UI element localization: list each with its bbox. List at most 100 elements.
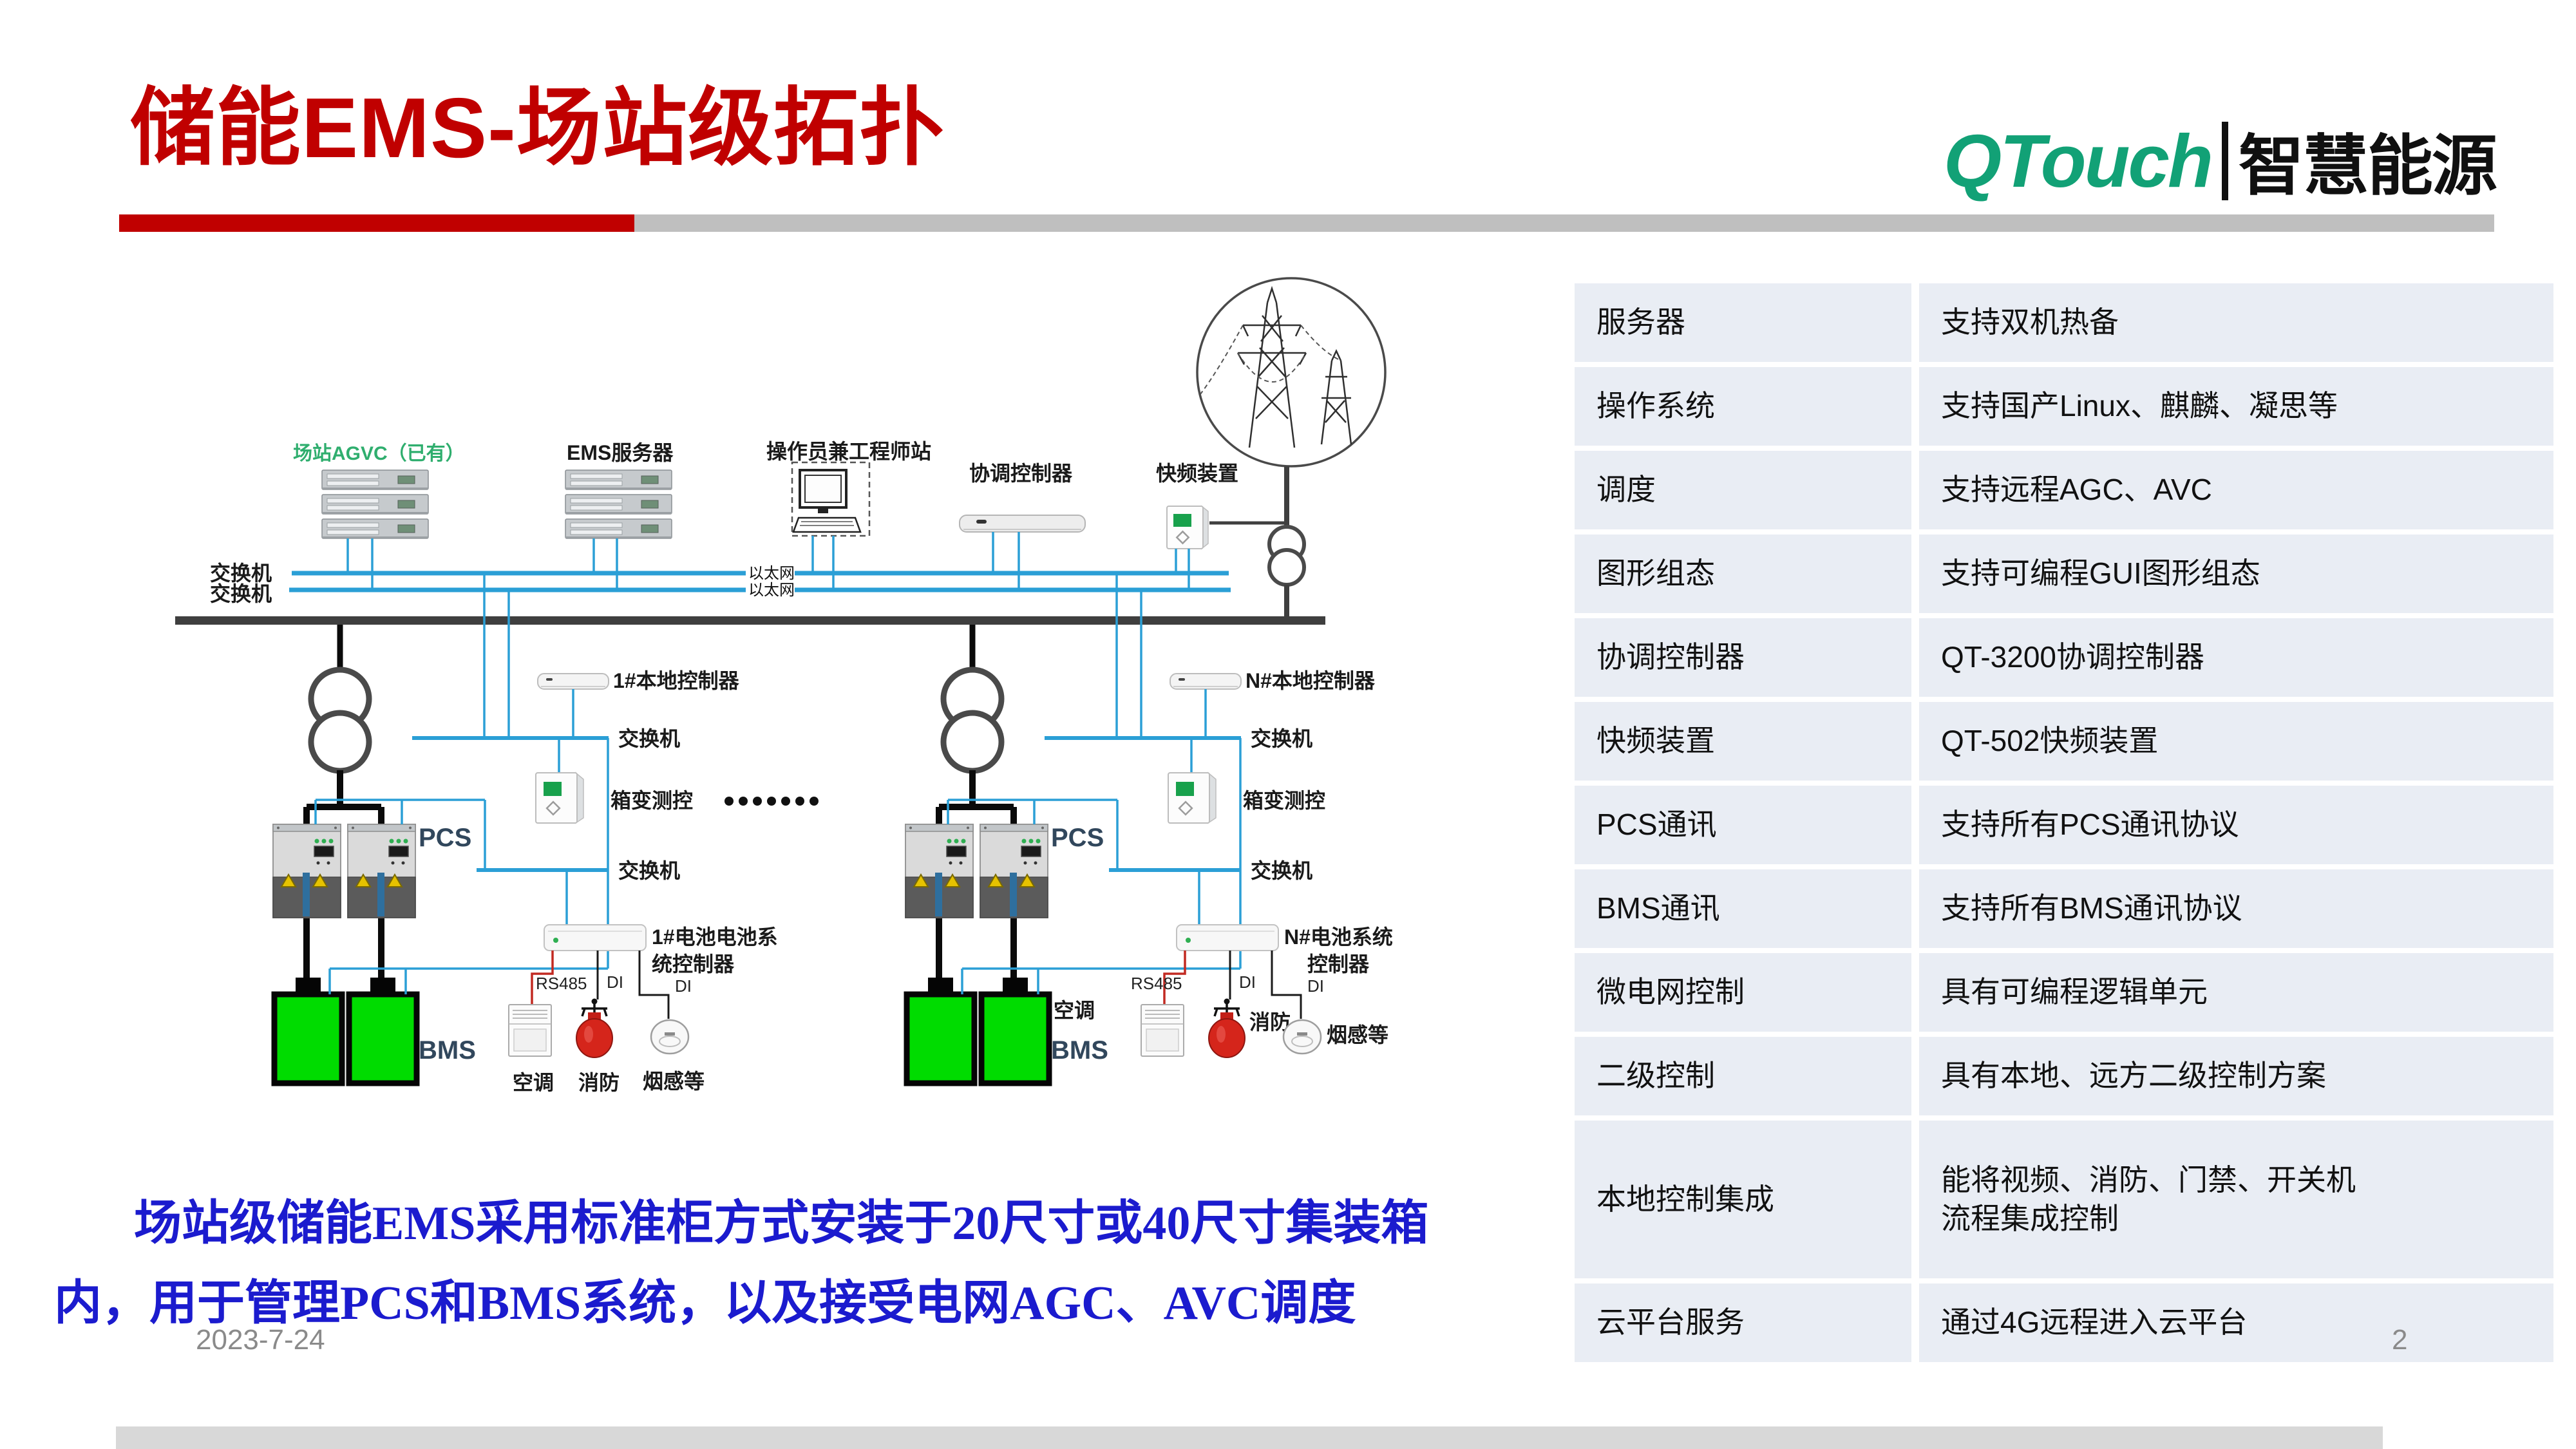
row-value: QT-502快频装置 [1919,702,2553,781]
ethernet-bus: 交换机 交换机 以太网 以太网 [210,562,1231,605]
fastfreq-drops [1175,549,1190,590]
storage-unit-1: PCS BMS 1#本地控制器 交换机 箱变测控 交换机 1#电池电池系 统控制… [273,625,778,1094]
operator-drops [811,536,835,590]
row-value: 具有本地、远方二级控制方案 [1919,1037,2553,1115]
unitN-bcs-label-line2: 控制器 [1307,952,1370,976]
ems-label: EMS服务器 [567,441,674,464]
table-row: PCS通讯支持所有PCS通讯协议 [1575,786,2553,864]
row-value-line2: 流程集成控制 [1941,1201,2119,1235]
unit1-battery-1 [274,978,342,1083]
ethernet-label-a: 以太网 [748,565,795,582]
row-value: 支持所有BMS通讯协议 [1919,869,2553,948]
row-label: 二级控制 [1575,1037,1911,1115]
unitN-bms-label: BMS [1051,1036,1108,1065]
unitN-switch2-label: 交换机 [1251,859,1312,882]
unitN-bms-comm [961,967,1240,994]
table-row: 图形组态支持可编程GUI图形组态 [1575,535,2553,613]
unitN-fire-label: 消防 [1249,1010,1291,1034]
unitN-dc-lines [936,770,1017,978]
table-row: 微电网控制具有可编程逻辑单元 [1575,953,2553,1032]
coordinator-device-icon [959,515,1086,533]
unit1-ac-label: 空调 [513,1071,554,1094]
row-value: 支持所有PCS通讯协议 [1919,786,2553,864]
operator-label: 操作员兼工程师站 [766,440,931,463]
unitN-fire-icon [1208,997,1246,1059]
fastfreq-label: 快频装置 [1156,462,1238,485]
spec-table: 服务器支持双机热备 操作系统支持国产Linux、麒麟、凝思等 调度支持远程AGC… [1575,283,2553,1362]
logo-name-text: 智慧能源 [2238,129,2497,203]
row-value: 能将视频、消防、门禁、开关机流程集成控制 [1919,1121,2553,1278]
row-value-line1: 能将视频、消防、门禁、开关机 [1941,1162,2356,1197]
unit1-switch1-label: 交换机 [618,727,680,750]
ethernet-label-bg [746,582,795,598]
unitN-rs485-line [1163,951,1186,1005]
table-row: BMS通讯支持所有BMS通讯协议 [1575,869,2553,948]
switch-b-label: 交换机 [210,582,272,605]
unitN-battery-1 [907,978,974,1083]
unit1-di2-line [638,951,670,1019]
unit1-switch2-label: 交换机 [618,859,680,882]
unitN-ac-label: 空调 [1054,999,1095,1022]
ems-drops [592,538,618,590]
unitN-rs485-label: RS485 [1131,974,1182,993]
table-row: 调度支持远程AGC、AVC [1575,451,2553,529]
title-underline-red [119,214,634,232]
description-line1: 场站级储能EMS采用标准柜方式安装于20尺寸或40尺寸集装箱 [134,1197,1429,1250]
row-value: 支持可编程GUI图形组态 [1919,535,2553,613]
unit1-rs485-line [531,951,554,1005]
unit1-pcs-comm [314,799,486,870]
row-value: QT-3200协调控制器 [1919,618,2553,697]
unit1-pcs-label: PCS [419,824,471,852]
row-value: 通过4G远程进入云平台 [1919,1283,2553,1362]
unit1-local-controller-icon [537,673,609,690]
unitN-transformer-icon [943,670,1001,771]
row-label: 快频装置 [1575,702,1911,781]
topology-diagram: 交换机 交换机 以太网 以太网 场站AGVC（已有） EMS服务器 操作员兼工程… [175,277,1393,1094]
table-row: 操作系统支持国产Linux、麒麟、凝思等 [1575,367,2553,446]
unit1-dc-cable-2 [377,873,384,916]
logo-brand-text: QTouch [1944,118,2213,203]
workstation-icon [791,461,871,537]
row-label: 操作系统 [1575,367,1911,446]
unit1-bms-comm [328,967,608,994]
unit1-rs485-label: RS485 [536,974,587,993]
page-title: 储能EMS-场站级拓扑 [130,80,945,175]
description-paragraph: 场站级储能EMS采用标准柜方式安装于20尺寸或40尺寸集装箱 内，用于管理PCS… [54,1184,1596,1343]
unit1-di2-label: DI [675,976,692,996]
page-number: 2 [2392,1324,2408,1356]
row-label: 云平台服务 [1575,1283,1911,1362]
unit1-metering-icon [535,772,585,824]
unit1-transformer-icon [311,670,369,771]
fast-frequency-device: 快频装置 [1156,462,1287,590]
agvc-label: 场站AGVC（已有） [293,442,465,464]
table-row: 服务器支持双机热备 [1575,283,2553,362]
unitN-dc-cable-2 [1010,873,1017,916]
unit1-dc-cable-1 [303,873,310,916]
slide-date: 2023-7-24 [196,1324,325,1356]
unitN-dc-cable-1 [935,873,942,916]
row-label: 服务器 [1575,283,1911,362]
unit1-di1-label: DI [607,972,623,992]
unit1-fire-label: 消防 [578,1071,620,1094]
switch-a-label: 交换机 [210,562,272,585]
unit1-smoke-icon [650,1019,690,1055]
unitN-di1-label: DI [1239,972,1256,992]
footer-bar [116,1426,2383,1449]
unitN-bcs-label-line1: N#电池系统 [1284,925,1393,949]
unitN-pcs-comm [947,799,1119,870]
row-label: 图形组态 [1575,535,1911,613]
storage-unit-n: PCS BMS N#本地控制器 交换机 箱变测控 交换机 N#电池系统 控制器 … [905,625,1393,1083]
grid-circle [1196,277,1387,468]
title-underline-gray [634,214,2494,232]
unit1-smoke-label: 烟感等 [643,1070,705,1093]
row-value: 支持远程AGC、AVC [1919,451,2553,529]
unitN-metering-label: 箱变测控 [1243,789,1325,812]
unit1-dc-lines [303,770,384,978]
unitN-pcs-label: PCS [1051,824,1104,852]
unitN-local-controller-label: N#本地控制器 [1245,669,1376,692]
station-agvc: 场站AGVC（已有） [293,442,465,590]
unit1-bcs-label-line2: 统控制器 [652,952,735,976]
ellipsis-dots [724,797,819,806]
coordinator-label: 协调控制器 [969,462,1073,485]
